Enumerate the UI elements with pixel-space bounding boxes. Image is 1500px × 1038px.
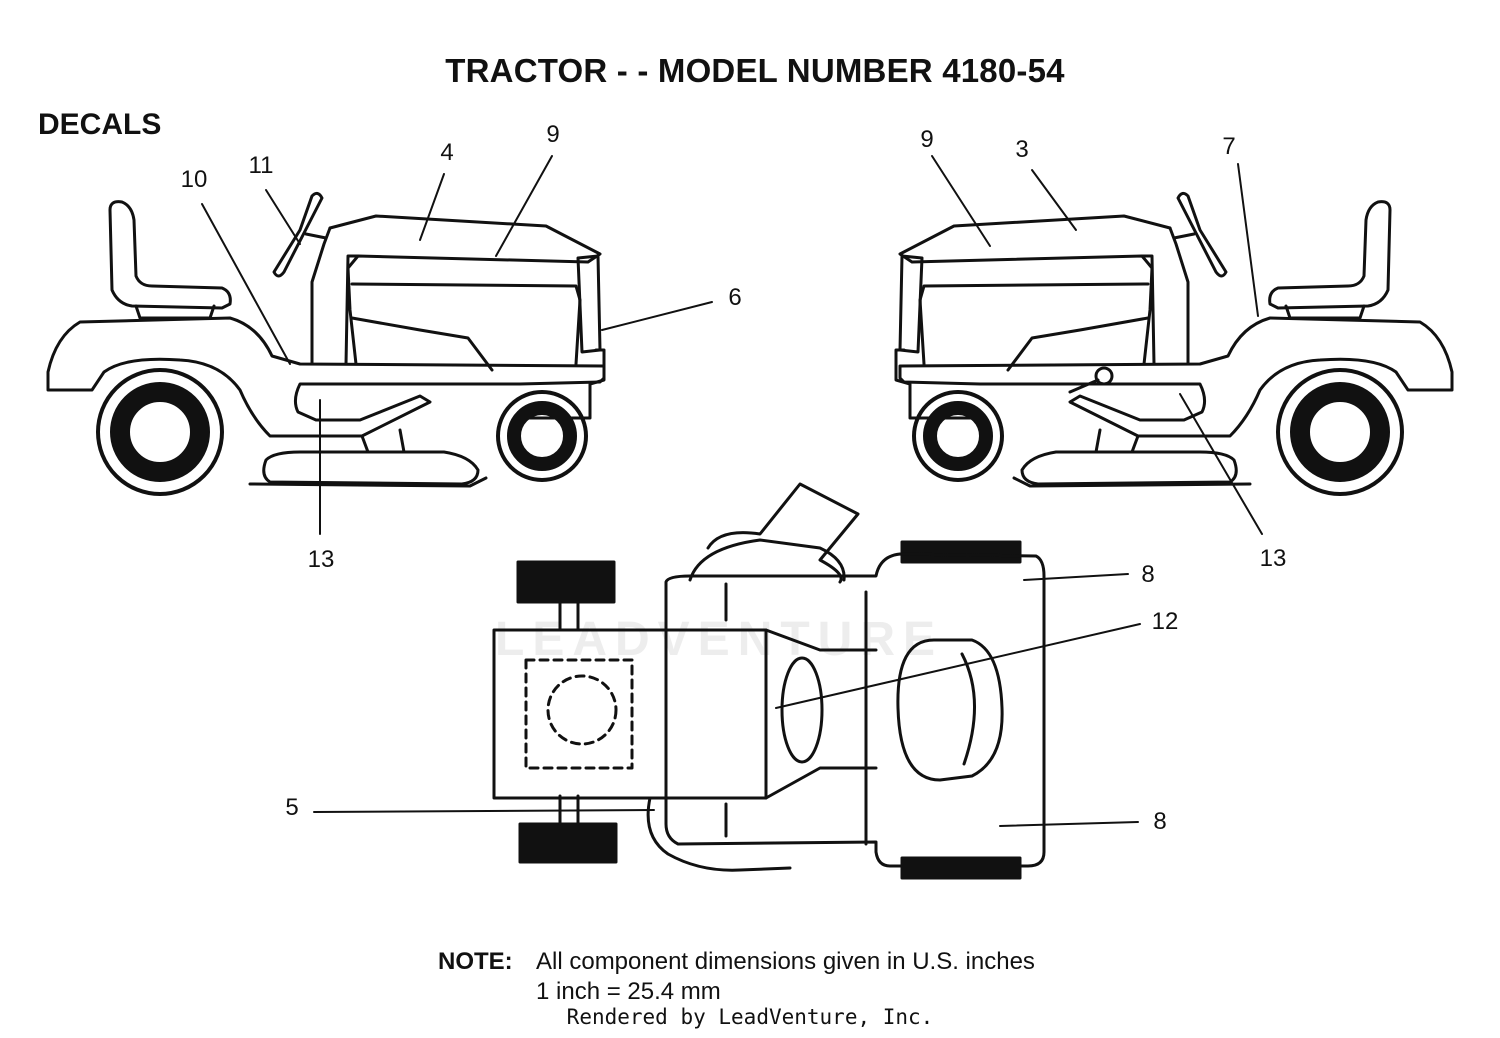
callout-left-6: 6 — [728, 284, 742, 311]
note-label: NOTE: — [438, 948, 513, 975]
note-block: NOTE: All component dimensions given in U… — [438, 947, 1035, 1007]
render-credit: Rendered by LeadVenture, Inc. — [566, 1005, 934, 1029]
callout-left-4: 4 — [440, 139, 454, 166]
callout-top-8-upper: 8 — [1141, 561, 1155, 588]
note-line-2: 1 inch = 25.4 mm — [536, 978, 721, 1005]
tractor-left-side-view — [46, 155, 713, 535]
callout-right-9: 9 — [920, 126, 934, 153]
note-line-1: All component dimensions given in U.S. i… — [536, 948, 1035, 975]
leadventure-watermark: LEADVENTURE — [495, 613, 944, 666]
right-view-leader-lines — [931, 155, 1263, 535]
callout-top-5: 5 — [285, 794, 299, 821]
callout-top-8-lower: 8 — [1153, 808, 1167, 835]
callout-left-13: 13 — [307, 546, 335, 573]
callout-top-12: 12 — [1151, 608, 1179, 635]
callout-left-10: 10 — [180, 166, 208, 193]
tractor-top-view — [313, 482, 1141, 880]
callout-left-9: 9 — [546, 121, 560, 148]
callout-right-7: 7 — [1222, 133, 1236, 160]
tractor-right-side-view — [894, 191, 1454, 496]
section-label: DECALS — [38, 108, 162, 141]
page-title: TRACTOR - - MODEL NUMBER 4180-54 — [445, 52, 1065, 89]
callout-right-3: 3 — [1015, 136, 1029, 163]
callout-left-11: 11 — [248, 152, 274, 179]
callout-right-13: 13 — [1259, 545, 1287, 572]
